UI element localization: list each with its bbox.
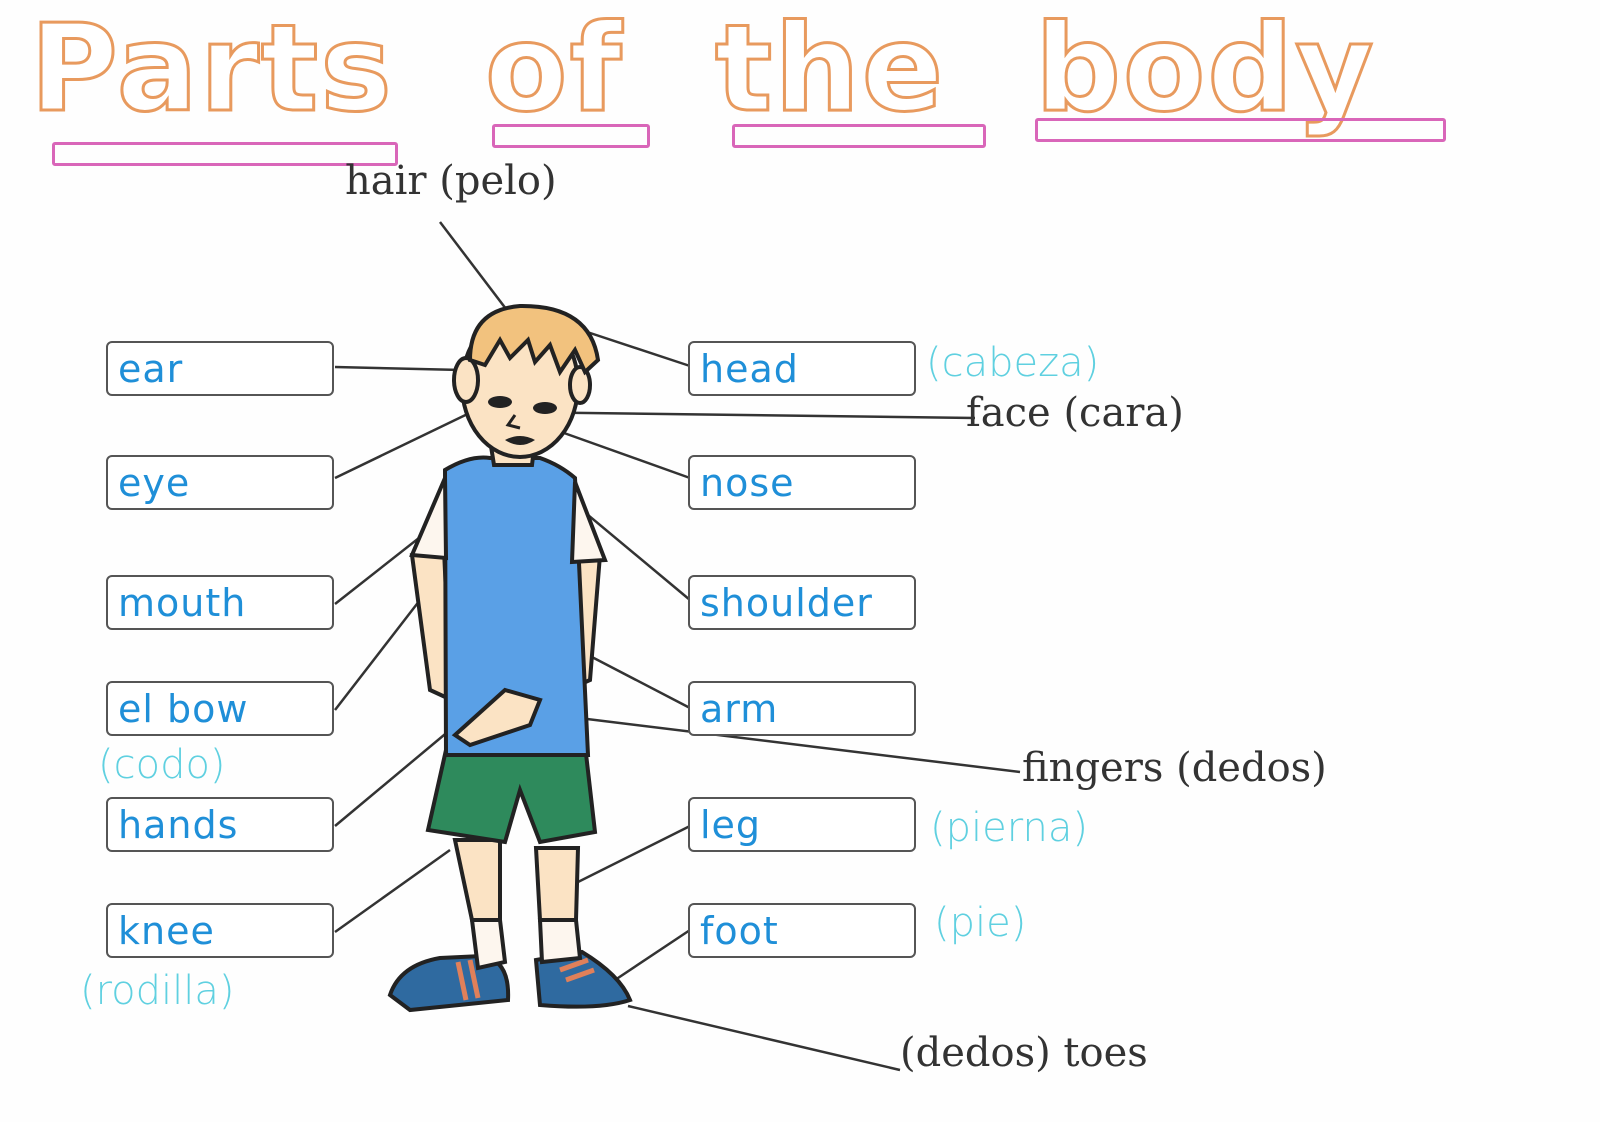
title-underline <box>492 124 650 148</box>
translation-knee: (rodilla) <box>80 968 235 1014</box>
label-box-leg[interactable]: leg <box>688 797 916 852</box>
label-box-head[interactable]: head <box>688 341 916 396</box>
label-text-elbow: el bow <box>118 687 249 731</box>
label-text-mouth: mouth <box>118 581 247 625</box>
title-word-parts: Parts <box>29 0 394 141</box>
label-text-foot: foot <box>700 909 779 953</box>
label-text-hands: hands <box>118 803 239 847</box>
title-word-the: the <box>713 0 946 141</box>
label-box-foot[interactable]: foot <box>688 903 916 958</box>
title-underline <box>1035 118 1446 142</box>
label-text-leg: leg <box>700 803 762 847</box>
label-box-shoulder[interactable]: shoulder <box>688 575 916 630</box>
title-word-of: of <box>484 0 624 141</box>
annotation-fingers: fingers (dedos) <box>1022 745 1327 791</box>
label-text-ear: ear <box>118 347 184 391</box>
translation-elbow: (codo) <box>98 742 226 788</box>
label-box-hands[interactable]: hands <box>106 797 334 852</box>
label-text-knee: knee <box>118 909 215 953</box>
label-box-knee[interactable]: knee <box>106 903 334 958</box>
annotation-toes: (dedos) toes <box>900 1030 1148 1076</box>
translation-leg: (pierna) <box>930 805 1088 851</box>
title-underline <box>732 124 986 148</box>
label-text-shoulder: shoulder <box>700 581 873 625</box>
translation-head: (cabeza) <box>926 340 1100 386</box>
annotation-hair: hair (pelo) <box>345 158 557 204</box>
label-box-arm[interactable]: arm <box>688 681 916 736</box>
label-text-arm: arm <box>700 687 779 731</box>
label-text-eye: eye <box>118 461 191 505</box>
label-box-elbow[interactable]: el bow <box>106 681 334 736</box>
title-underline <box>52 142 398 166</box>
annotation-face: face (cara) <box>966 390 1184 436</box>
label-text-nose: nose <box>700 461 795 505</box>
label-text-head: head <box>700 347 799 391</box>
label-box-mouth[interactable]: mouth <box>106 575 334 630</box>
title-word-body: body <box>1033 0 1376 141</box>
label-box-eye[interactable]: eye <box>106 455 334 510</box>
label-box-ear[interactable]: ear <box>106 341 334 396</box>
label-box-nose[interactable]: nose <box>688 455 916 510</box>
translation-foot: (pie) <box>934 900 1027 946</box>
